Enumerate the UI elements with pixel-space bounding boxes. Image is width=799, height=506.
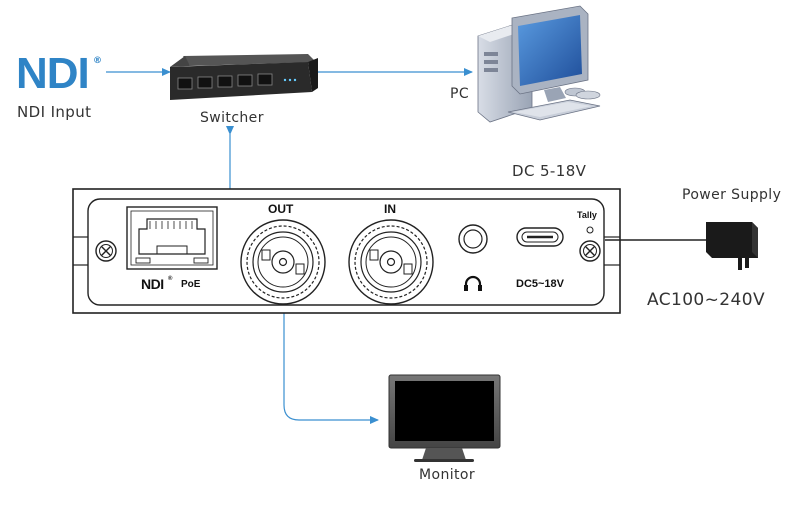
ndi-input-label: NDI Input <box>17 103 92 121</box>
left-screw-icon <box>95 240 117 262</box>
power-supply-adapter <box>605 222 758 270</box>
dc-range-label: DC 5-18V <box>512 162 587 180</box>
ndi-poe-logo: NDI <box>141 276 164 292</box>
tally-label: Tally <box>577 210 597 220</box>
usb-c-port <box>516 227 564 247</box>
right-screw-icon <box>579 240 601 262</box>
ethernet-port <box>126 206 218 270</box>
ac-range-label: AC100~240V <box>647 290 765 310</box>
bnc-in-connector <box>348 219 434 305</box>
switcher-label: Switcher <box>200 110 264 126</box>
ndi-poe-registered-mark: ® <box>168 276 173 282</box>
network-switch <box>170 54 318 100</box>
pc-computer <box>477 5 601 123</box>
ndi-registered-mark: ® <box>93 56 102 66</box>
bnc-out-connector <box>240 219 326 305</box>
tally-led-icon <box>586 226 594 234</box>
power-supply-label: Power Supply <box>682 187 782 203</box>
out-to-monitor-line <box>283 268 379 424</box>
pc-label: PC <box>450 86 470 102</box>
in-port-label: IN <box>384 202 396 216</box>
headphone-icon <box>464 275 482 291</box>
out-port-label: OUT <box>268 202 294 216</box>
poe-label: PoE <box>181 279 201 290</box>
monitor-display <box>388 374 501 462</box>
headphone-jack <box>458 224 488 254</box>
dc-port-label: DC5~18V <box>516 278 565 290</box>
monitor-label: Monitor <box>419 467 476 483</box>
ndi-logo: NDI <box>16 49 90 98</box>
